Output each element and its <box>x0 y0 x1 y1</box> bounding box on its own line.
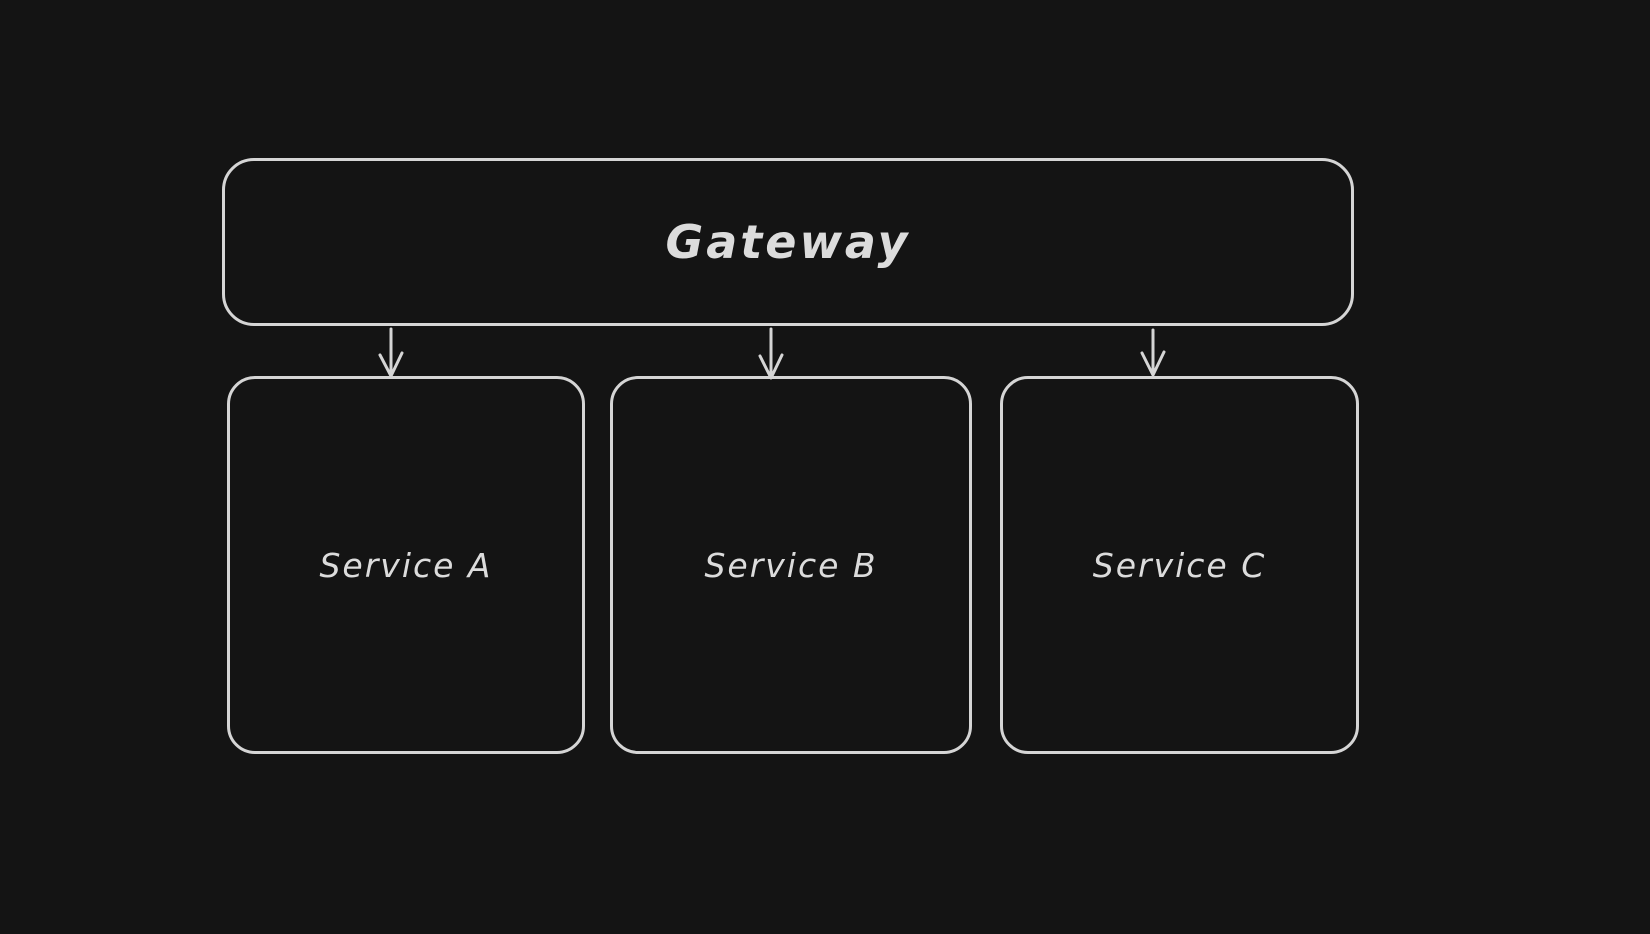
arrow-gateway-to-service-c-icon[interactable] <box>1140 328 1166 377</box>
service-b-label: Service B <box>704 545 878 585</box>
arrow-gateway-to-service-a-icon[interactable] <box>378 327 404 378</box>
service-b-node[interactable]: Service B <box>610 376 972 754</box>
arrow-gateway-to-service-b-icon[interactable] <box>758 327 784 380</box>
service-c-node[interactable]: Service C <box>1000 376 1359 754</box>
service-a-node[interactable]: Service A <box>227 376 585 754</box>
service-a-label: Service A <box>319 545 493 585</box>
gateway-node[interactable]: Gateway <box>222 158 1354 326</box>
service-c-label: Service C <box>1092 545 1267 585</box>
gateway-label: Gateway <box>665 215 911 269</box>
